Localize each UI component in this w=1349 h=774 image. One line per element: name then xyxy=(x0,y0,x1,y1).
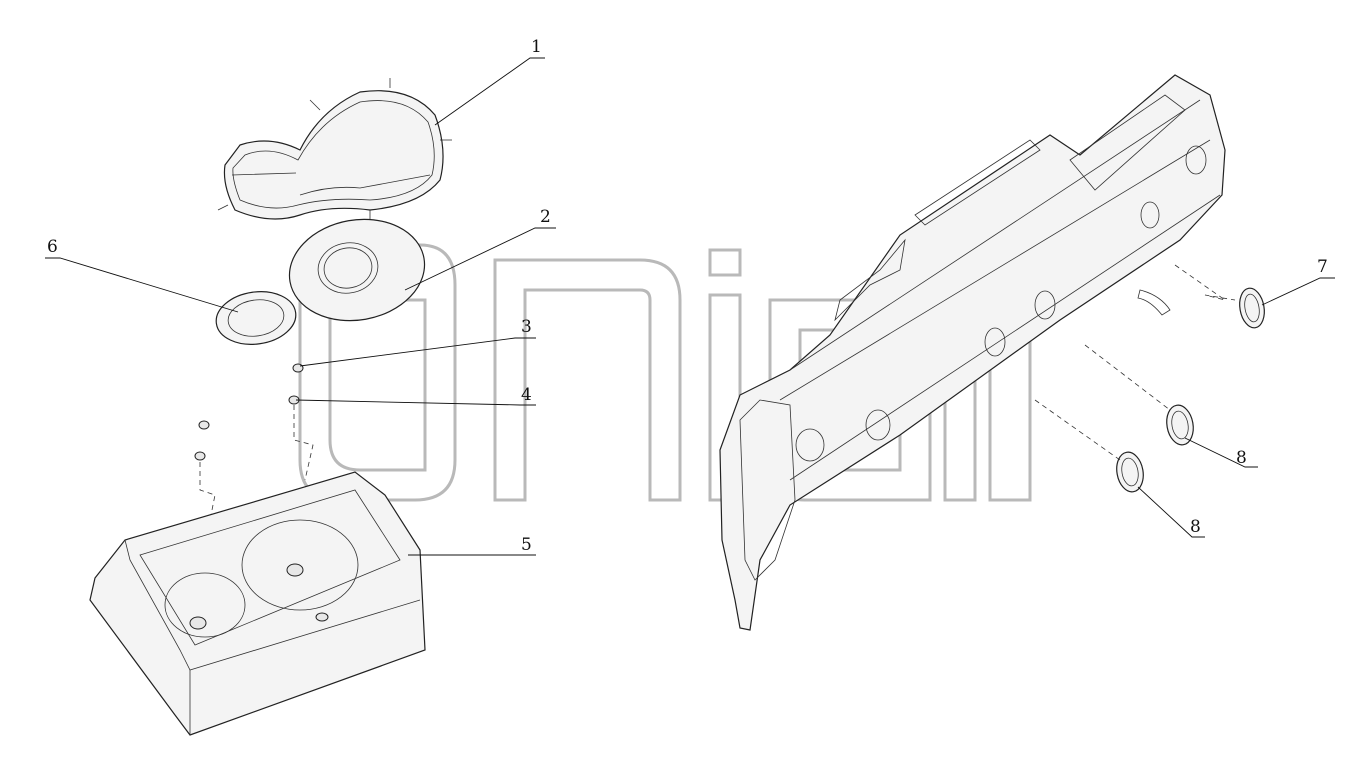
callout-1: 1 xyxy=(531,37,542,57)
callout-8-lower: 8 xyxy=(1190,517,1201,537)
callout-4: 4 xyxy=(521,385,532,405)
part-5-console-base xyxy=(89,471,426,736)
part-8-vent-lower xyxy=(1116,451,1144,493)
part-3-nut xyxy=(292,363,304,373)
callout-2: 2 xyxy=(540,207,551,227)
main-instrument-panel xyxy=(719,74,1226,631)
part-2-large-ring xyxy=(288,218,426,322)
callout-7: 7 xyxy=(1317,257,1328,277)
callout-5: 5 xyxy=(521,535,532,555)
callout-3: 3 xyxy=(521,317,532,337)
callout-6: 6 xyxy=(47,237,58,257)
leader-lines xyxy=(45,57,1335,556)
part-7-vent xyxy=(1239,287,1265,329)
part-6-small-ring xyxy=(215,291,297,345)
part-1-bezel-frame xyxy=(217,78,452,220)
part-8-vent-upper xyxy=(1166,404,1194,446)
callout-8-upper: 8 xyxy=(1236,448,1247,468)
extra-nuts xyxy=(194,420,210,461)
